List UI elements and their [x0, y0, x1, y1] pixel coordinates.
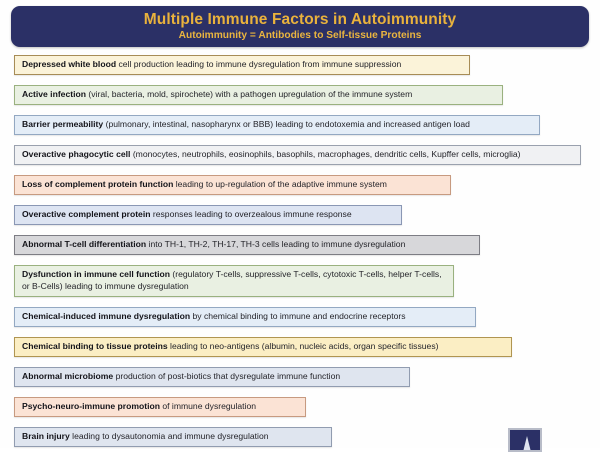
factor-row: Depressed white blood cell production le… [0, 50, 600, 80]
factor-lead: Brain injury [22, 430, 70, 441]
factor-row: Brain injury leading to dysautonomia and… [0, 422, 600, 452]
factor-box-brain-injury: Brain injury leading to dysautonomia and… [14, 426, 332, 448]
factor-box-chemical-induced-immune-dysregulation: Chemical-induced immune dysregulation by… [14, 306, 476, 328]
factor-lead: Loss of complement protein function [22, 178, 174, 189]
factor-rest: by chemical binding to immune and endocr… [190, 310, 406, 321]
factor-row: Active infection (viral, bacteria, mold,… [0, 80, 600, 110]
factor-lead: Depressed white blood [22, 58, 117, 69]
factor-row: Chemical binding to tissue proteins lead… [0, 332, 600, 362]
factor-lead: Dysfunction in immune cell function [22, 268, 171, 279]
factor-box-abnormal-t-cell-differentiation: Abnormal T-cell differentiation into TH-… [14, 234, 480, 256]
factor-row: Psycho-neuro-immune promotion of immune … [0, 392, 600, 422]
factor-row: Abnormal T-cell differentiation into TH-… [0, 230, 600, 260]
factor-rest: of immune dysregulation [159, 400, 256, 411]
factor-rest: (monocytes, neutrophils, eosinophils, ba… [130, 148, 521, 159]
factor-box-barrier-permeability: Barrier permeability (pulmonary, intesti… [14, 114, 540, 136]
factor-row: Overactive phagocytic cell (monocytes, n… [0, 140, 600, 170]
slide-title: Multiple Immune Factors in Autoimmunity [143, 10, 457, 28]
flame-shape [523, 436, 531, 450]
factor-lead: Barrier permeability [22, 118, 104, 129]
factor-box-loss-of-complement-protein-function: Loss of complement protein function lead… [14, 174, 451, 196]
factor-rest: leading to up-regulation of the adaptive… [173, 178, 387, 189]
factor-box-overactive-complement-protein: Overactive complement protein responses … [14, 204, 402, 226]
flame-logo-icon [508, 428, 542, 452]
slide-subtitle: Autoimmunity = Antibodies to Self-tissue… [178, 29, 422, 41]
factor-lead: Overactive phagocytic cell [22, 148, 131, 159]
factor-row: Chemical-induced immune dysregulation by… [0, 302, 600, 332]
factor-row: Overactive complement protein responses … [0, 200, 600, 230]
factor-rest: (viral, bacteria, mold, spirochete) with… [86, 88, 413, 99]
factor-row: Dysfunction in immune cell function (reg… [0, 260, 600, 302]
factor-rest: (regulatory T-cells, suppressive T-cells… [22, 268, 442, 291]
factor-lead: Psycho-neuro-immune promotion [22, 400, 160, 411]
immune-factor-list: Depressed white blood cell production le… [0, 50, 600, 452]
factor-box-active-infection: Active infection (viral, bacteria, mold,… [14, 84, 503, 106]
factor-box-overactive-phagocytic-cell: Overactive phagocytic cell (monocytes, n… [14, 144, 581, 166]
factor-rest: (pulmonary, intestinal, nasopharynx or B… [103, 118, 470, 129]
factor-box-psycho-neuro-immune-promotion: Psycho-neuro-immune promotion of immune … [14, 396, 306, 418]
factor-rest: into TH-1, TH-2, TH-17, TH-3 cells leadi… [146, 238, 406, 249]
factor-lead: Chemical binding to tissue proteins [22, 340, 168, 351]
factor-box-abnormal-microbiome: Abnormal microbiome production of post-b… [14, 366, 410, 388]
factor-rest: leading to neo-antigens (albumin, nuclei… [167, 340, 439, 351]
factor-rest: responses leading to overzealous immune … [150, 208, 352, 219]
factor-row: Abnormal microbiome production of post-b… [0, 362, 600, 392]
factor-row: Loss of complement protein function lead… [0, 170, 600, 200]
factor-row: Barrier permeability (pulmonary, intesti… [0, 110, 600, 140]
factor-box-chemical-binding-to-tissue-proteins: Chemical binding to tissue proteins lead… [14, 336, 512, 358]
factor-lead: Abnormal microbiome [22, 370, 114, 381]
factor-rest: cell production leading to immune dysreg… [116, 58, 402, 69]
factor-rest: production of post-biotics that dysregul… [113, 370, 341, 381]
factor-lead: Chemical-induced immune dysregulation [22, 310, 191, 321]
factor-box-depressed-white-blood: Depressed white blood cell production le… [14, 54, 470, 76]
factor-lead: Overactive complement protein [22, 208, 151, 219]
factor-box-dysfunction-in-immune-cell-function: Dysfunction in immune cell function (reg… [14, 264, 454, 298]
slide-header-banner: Multiple Immune Factors in Autoimmunity … [11, 6, 589, 47]
factor-lead: Abnormal T-cell differentiation [22, 238, 147, 249]
factor-lead: Active infection [22, 88, 86, 99]
factor-rest: leading to dysautonomia and immune dysre… [69, 430, 269, 441]
